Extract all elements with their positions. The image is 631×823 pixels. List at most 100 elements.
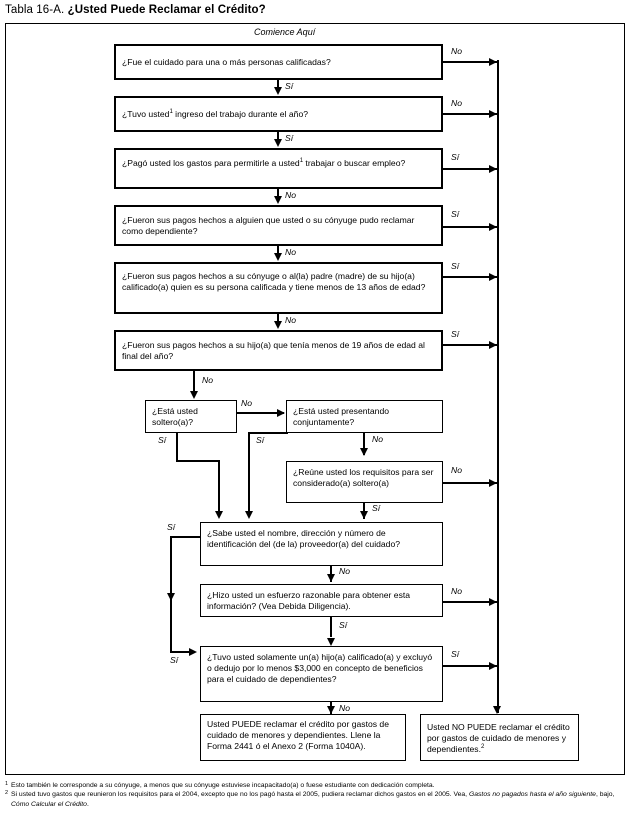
q2-footnote-marker: 1 [169, 109, 173, 116]
q4-text: ¿Fueron sus pagos hechos a alguien que u… [122, 215, 415, 237]
q1-si-arrowhead [273, 87, 282, 95]
q7-si-line-h [176, 460, 220, 462]
q4-no-arrowhead [273, 253, 282, 261]
q8-si-line-h [248, 432, 288, 434]
q11-si-arrowhead [326, 638, 335, 646]
title-main: ¿Usted Puede Reclamar el Crédito? [67, 4, 266, 16]
q10-no-arrowhead [326, 574, 335, 582]
q9-text: ¿Reúne usted los requisitos para ser con… [293, 467, 434, 489]
start-here-label: Comience Aquí [254, 27, 316, 37]
q1-si-label: Sí [285, 81, 294, 91]
result-box-cannot-claim[interactable]: Usted NO PUEDE reclamar el crédito por g… [420, 714, 579, 761]
q11-si-line [330, 617, 332, 637]
footnote-2-italic-1: Gastos no pagados hasta el año siguiente [468, 791, 596, 799]
q1-si-line [277, 80, 279, 93]
result-box-can-claim[interactable]: Usted PUEDE reclamar el crédito por gast… [200, 714, 406, 761]
q3-si-arrowhead [489, 164, 497, 173]
q7-text: ¿Está usted soltero(a)? [152, 406, 198, 428]
q12-text: ¿Tuvo usted solamente un(a) hijo(a) cali… [207, 652, 433, 685]
question-box-q3[interactable]: ¿Pagó usted los gastos para permitirle a… [114, 148, 443, 189]
question-box-q8[interactable]: ¿Está usted presentando conjuntamente? [286, 400, 443, 433]
q3-no-line [277, 189, 279, 202]
q6-si-line [443, 344, 497, 346]
q6-si-arrowhead [489, 340, 497, 349]
q5-si-label: Sí [451, 261, 460, 271]
q3-no-label: No [285, 190, 296, 200]
q7-no-label: No [241, 398, 252, 408]
q8-no-arrowhead [359, 448, 368, 456]
question-box-q4[interactable]: ¿Fueron sus pagos hechos a alguien que u… [114, 205, 443, 246]
question-box-q6[interactable]: ¿Fueron sus pagos hechos a su hijo(a) qu… [114, 330, 443, 371]
q8-no-line [363, 433, 365, 455]
q10-no-label: No [339, 566, 350, 576]
q2-text-a: ¿Tuvo usted [122, 109, 170, 119]
q5-no-label: No [285, 315, 296, 325]
question-box-q7[interactable]: ¿Está usted soltero(a)? [145, 400, 237, 433]
q9-no-label: No [451, 465, 462, 475]
question-box-q11[interactable]: ¿Hizo usted un esfuerzo razonable para o… [200, 584, 443, 617]
q6-si-label: Sí [451, 329, 460, 339]
question-box-q5[interactable]: ¿Fueron sus pagos hechos a su cónyuge o … [114, 262, 443, 314]
q1-text: ¿Fue el cuidado para una o más personas … [122, 57, 331, 67]
result-yes-text: Usted PUEDE reclamar el crédito por gast… [207, 719, 389, 752]
q1-no-arrowhead [489, 57, 497, 66]
q11-no-line [443, 601, 497, 603]
q6-no-line [193, 371, 195, 397]
q12-si-line [443, 665, 497, 667]
q11-text: ¿Hizo usted un esfuerzo razonable para o… [207, 590, 411, 612]
q8-text: ¿Está usted presentando conjuntamente? [293, 406, 390, 428]
footnote-2-italic-2: Cómo Calcular el Crédito [11, 800, 87, 808]
result-no-text: Usted NO PUEDE reclamar el crédito por g… [427, 722, 570, 755]
q9-si-label: Sí [372, 503, 381, 513]
q7-no-line [237, 412, 284, 414]
q11-no-label: No [451, 586, 462, 596]
left-rail-h-to-q12 [170, 651, 194, 653]
q2-si-arrowhead [273, 139, 282, 147]
question-box-q9[interactable]: ¿Reúne usted los requisitos para ser con… [286, 461, 443, 503]
q5-no-arrowhead [273, 321, 282, 329]
result-no-footnote-marker: 2 [481, 744, 485, 751]
right-spine-arrowhead [493, 706, 501, 714]
q9-si-arrowhead [359, 511, 368, 519]
q10-text: ¿Sabe usted el nombre, dirección y númer… [207, 528, 400, 550]
q12-si-label: Sí [451, 649, 460, 659]
question-box-q10[interactable]: ¿Sabe usted el nombre, dirección y númer… [200, 522, 443, 566]
q3-text-a: ¿Pagó usted los gastos para permitirle a… [122, 158, 300, 168]
q7-si-arrowhead [215, 511, 223, 519]
q10-si-label: Sí [167, 522, 176, 532]
q5-si-arrowhead [489, 272, 497, 281]
q8-no-label: No [372, 434, 383, 444]
left-rail-arrowhead [189, 647, 197, 656]
q3-si-label: Sí [451, 152, 460, 162]
q8-si-line [248, 432, 250, 517]
q5-si-line [443, 276, 497, 278]
q4-no-line [277, 246, 279, 259]
q1-no-line [443, 61, 497, 63]
right-spine-line [497, 60, 499, 713]
q6-text: ¿Fueron sus pagos hechos a su hijo(a) qu… [122, 340, 425, 362]
q5-text: ¿Fueron sus pagos hechos a su cónyuge o … [122, 271, 426, 293]
q8-si-arrowhead [244, 511, 253, 519]
q9-no-line [443, 482, 497, 484]
q7-si-line-v1 [176, 433, 178, 462]
q4-no-label: No [285, 247, 296, 257]
q12-si-arrowhead [489, 661, 497, 670]
q3-si-line [443, 168, 497, 170]
question-box-q1[interactable]: ¿Fue el cuidado para una o más personas … [114, 44, 443, 80]
q5-no-line [277, 314, 279, 327]
q2-no-line [443, 113, 497, 115]
q10-si-arrowhead [166, 593, 175, 601]
q2-si-label: Sí [285, 133, 294, 143]
q11-no-arrowhead [489, 597, 497, 606]
question-box-q12[interactable]: ¿Tuvo usted solamente un(a) hijo(a) cali… [200, 646, 443, 702]
question-box-q2[interactable]: ¿Tuvo usted1 ingreso del trabajo durante… [114, 96, 443, 132]
q3-footnote-marker: 1 [299, 158, 304, 165]
footnote-2-marker: 2 [5, 790, 9, 797]
q2-no-arrowhead [489, 109, 497, 118]
q12-no-arrowhead [326, 706, 335, 714]
q4-si-line [443, 226, 497, 228]
q2-si-line [277, 132, 279, 145]
